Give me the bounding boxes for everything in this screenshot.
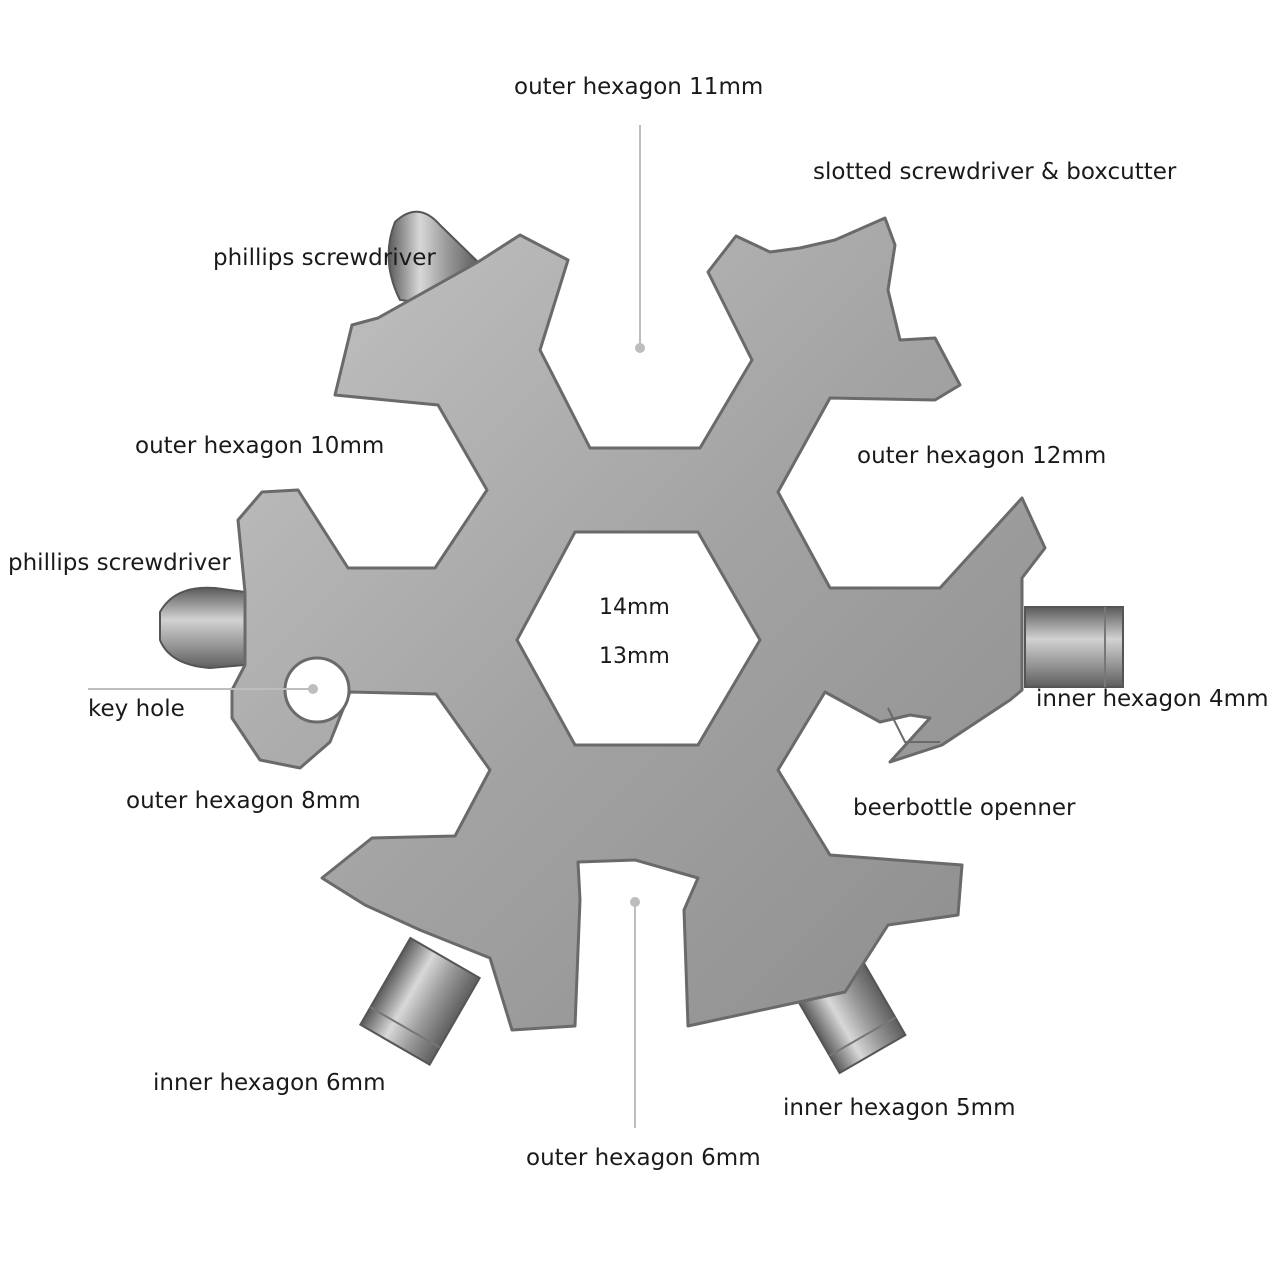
label-outer-hexagon-11mm: outer hexagon 11mm xyxy=(514,74,764,100)
label-inner-hexagon-6mm: inner hexagon 6mm xyxy=(153,1070,386,1096)
phillips-bit-left xyxy=(159,586,246,670)
label-phillips-screwdriver-left: phillips screwdriver xyxy=(8,550,231,576)
leader-lines xyxy=(88,125,645,1128)
leader-dot-bottom xyxy=(630,897,640,907)
label-outer-hexagon-8mm: outer hexagon 8mm xyxy=(126,788,361,814)
label-beerbottle-opener: beerbottle openner xyxy=(853,795,1076,821)
label-slotted-screwdriver: slotted screwdriver & boxcutter xyxy=(813,159,1177,185)
label-center-13mm: 13mm xyxy=(599,644,670,669)
leader-dot-keyhole xyxy=(308,684,318,694)
leader-dot-top xyxy=(635,343,645,353)
hex-bit-6mm xyxy=(358,936,482,1067)
label-center-14mm: 14mm xyxy=(599,595,670,620)
label-outer-hexagon-12mm: outer hexagon 12mm xyxy=(857,443,1107,469)
snowflake-body xyxy=(230,216,1047,1032)
label-inner-hexagon-5mm: inner hexagon 5mm xyxy=(783,1095,1016,1121)
label-phillips-screwdriver-top: phillips screwdriver xyxy=(213,245,436,271)
label-inner-hexagon-4mm: inner hexagon 4mm xyxy=(1036,686,1269,712)
label-key-hole: key hole xyxy=(88,696,185,722)
label-outer-hexagon-6mm: outer hexagon 6mm xyxy=(526,1145,761,1171)
label-outer-hexagon-10mm: outer hexagon 10mm xyxy=(135,433,385,459)
center-hex-hole xyxy=(515,530,762,747)
hex-bit-4mm xyxy=(1024,606,1124,688)
